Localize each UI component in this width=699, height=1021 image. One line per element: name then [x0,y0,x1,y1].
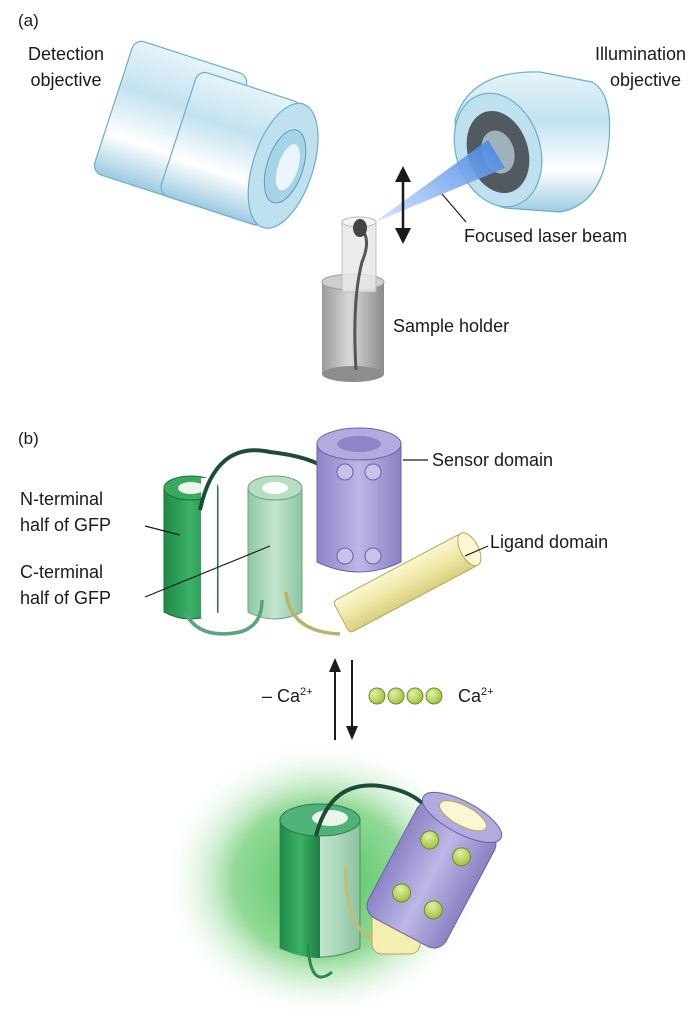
bound-gfp-barrel [279,803,361,958]
equilibrium-arrows [329,658,358,740]
ligand-label: Ligand domain [490,532,608,552]
bound-linker-bottom [306,943,333,979]
minus-calcium-label: – Ca2+ [262,686,313,706]
sensor-label: Sensor domain [432,450,553,470]
c-terminal-label-line1: C-terminal [20,562,103,582]
c-terminal-leader [144,545,271,598]
bound-sensor-domain [366,791,503,949]
ligand-leader [464,545,489,557]
calcium-ions [368,687,443,705]
gfp-c-terminal-half [247,475,303,620]
linker-ligand [284,591,341,636]
panel-b-letter: (b) [18,429,39,448]
detection-objective [93,40,319,229]
panel-a-letter: (a) [18,11,39,30]
bound-linker-top [314,783,434,837]
gfp-n-terminal-half [163,475,219,620]
c-terminal-label-line2: half of GFP [20,588,111,608]
ligand-domain [333,532,482,633]
laser-beam [375,140,505,222]
linker-top [198,448,324,511]
laser-leader [441,193,467,223]
n-terminal-leader [144,525,181,536]
illumination-objective [453,71,611,213]
illumination-label-line2: objective [610,70,681,90]
sample-holder [321,216,385,382]
n-terminal-label-line2: half of GFP [20,515,111,535]
n-terminal-label-line1: N-terminal [20,489,103,509]
sample-holder-label: Sample holder [393,316,509,336]
laser-label: Focused laser beam [464,226,627,246]
detection-label-line1: Detection [28,44,104,64]
detection-label-line2: objective [30,70,101,90]
illumination-label-line1: Illumination [595,44,686,64]
arrow-up-head [395,166,411,182]
arrow-down-head [395,228,411,244]
linker-bottom [184,599,264,636]
sensor-domain [316,427,402,573]
calcium-label: Ca2+ [458,686,494,706]
